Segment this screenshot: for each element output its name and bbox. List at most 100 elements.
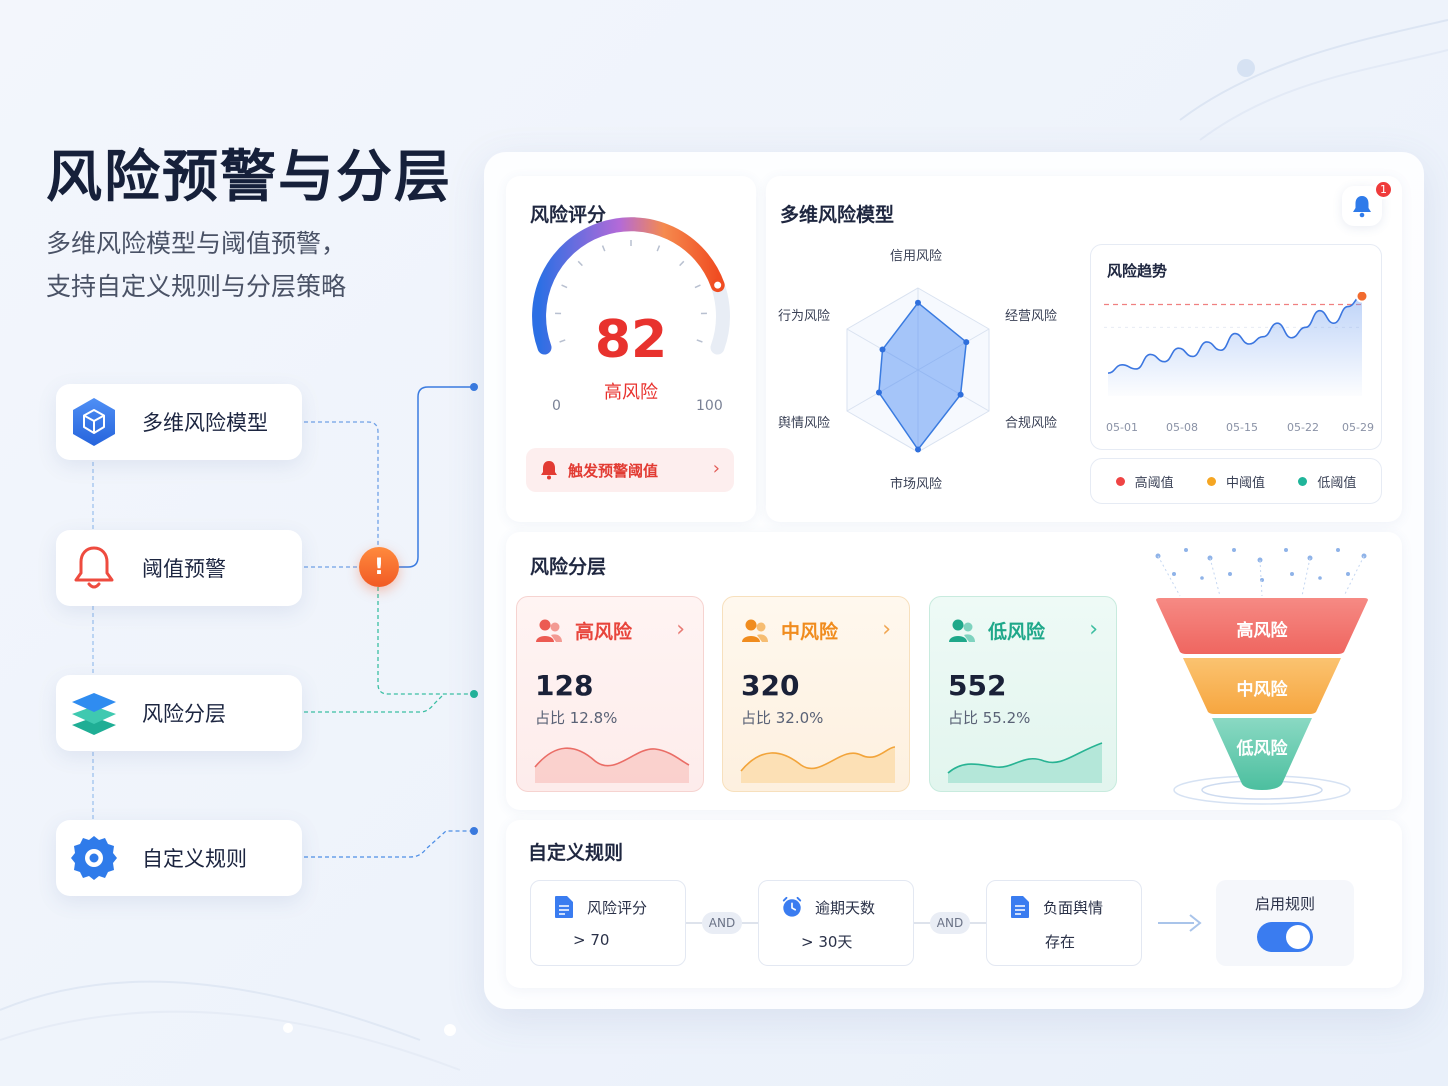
enable-rule-toggle[interactable] xyxy=(1257,922,1313,952)
risk-funnel xyxy=(1155,548,1368,805)
gauge-arc xyxy=(532,217,730,355)
rule-condition-name: 逾期天数 xyxy=(815,899,876,917)
tier-name: 高风险 xyxy=(575,621,633,643)
risk-trend-chart xyxy=(1104,292,1368,396)
risk-level-label: 高风险 xyxy=(604,382,658,403)
feature-card-custom-rules[interactable]: 自定义规则 xyxy=(56,820,302,896)
chevron-right-icon: › xyxy=(882,617,891,642)
gauge-tick xyxy=(656,245,661,252)
legend-item-mid: 中阈值 xyxy=(1206,472,1265,491)
threshold-legend: 高阈值 中阈值 低阈值 xyxy=(1090,458,1382,504)
document-icon xyxy=(1011,896,1029,918)
feature-card-multi-model[interactable]: 多维风险模型 xyxy=(56,384,302,460)
tier-percentage: 占比 32.0% xyxy=(741,709,824,727)
trend-x-label: 05-29 xyxy=(1342,421,1374,434)
subtitle-line-1: 多维风险模型与阈值预警， xyxy=(46,229,347,258)
tier-card-high[interactable]: 高风险 › 128 占比 12.8% xyxy=(516,596,704,792)
feature-label: 风险分层 xyxy=(142,702,226,726)
gauge-tick xyxy=(577,260,583,267)
toggle-knob xyxy=(1286,925,1310,949)
radar-data-point xyxy=(915,446,921,453)
enable-rule-box: 启用规则 xyxy=(1216,880,1354,966)
users-icon xyxy=(536,619,562,642)
risk-score-value: 82 xyxy=(594,310,668,370)
document-icon xyxy=(555,896,573,918)
custom-rules-title: 自定义规则 xyxy=(528,842,624,864)
gauge-tick xyxy=(559,339,566,343)
legend-item-high: 高阈值 xyxy=(1115,472,1174,491)
trend-x-label: 05-01 xyxy=(1106,421,1138,434)
rule-condition-value: > 70 xyxy=(573,931,610,949)
rule-condition-name: 风险评分 xyxy=(587,899,648,917)
gauge-tick xyxy=(601,245,606,252)
tier-sparkline xyxy=(947,742,1103,783)
radar-axis-label: 经营风险 xyxy=(1005,309,1058,324)
rule-condition-risk-score[interactable]: 风险评分 > 70 xyxy=(530,880,686,966)
rule-condition-negative-sentiment[interactable]: 负面舆情 存在 xyxy=(986,880,1142,966)
gauge-max-label: 100 xyxy=(696,398,723,414)
alert-node-icon: ! xyxy=(359,547,399,587)
funnel-label-low: 低风险 xyxy=(1236,739,1288,759)
risk-gauge: 82 高风险 0 100 xyxy=(506,176,756,522)
risk-tiering-title: 风险分层 xyxy=(530,556,607,578)
trend-latest-point xyxy=(1355,292,1368,303)
radar-chart xyxy=(846,287,990,453)
legend-dot xyxy=(1298,476,1308,486)
cube-icon xyxy=(68,396,120,448)
radar-grid xyxy=(846,287,990,453)
gauge-tick xyxy=(561,284,568,289)
radar-data-point xyxy=(915,299,921,306)
tier-sparkline xyxy=(740,746,896,783)
funnel-label-mid: 中风险 xyxy=(1236,680,1288,700)
chevron-right-icon: › xyxy=(1089,617,1098,642)
page-subtitle: 多维风险模型与阈值预警， 支持自定义规则与分层策略 xyxy=(46,222,346,308)
rule-condition-name: 负面舆情 xyxy=(1043,899,1104,917)
feature-label: 多维风险模型 xyxy=(142,411,268,435)
enable-rule-label: 启用规则 xyxy=(1254,895,1315,913)
rule-condition-overdue-days[interactable]: 逾期天数 > 30天 xyxy=(758,880,914,966)
trend-x-label: 05-15 xyxy=(1226,421,1258,434)
radar-axis-label: 舆情风险 xyxy=(778,416,831,431)
multi-model-title: 多维风险模型 xyxy=(780,204,895,226)
gauge-min-label: 0 xyxy=(552,398,561,414)
feature-label: 自定义规则 xyxy=(142,847,247,871)
tier-card-low[interactable]: 低风险 › 552 占比 55.2% xyxy=(929,596,1117,792)
radar-axis-label: 市场风险 xyxy=(890,477,943,492)
trend-line xyxy=(1107,295,1363,374)
tier-percentage: 占比 12.8% xyxy=(535,709,618,727)
legend-item-low: 低阈值 xyxy=(1298,472,1356,491)
tier-sparkline xyxy=(534,747,690,783)
legend-label: 高阈值 xyxy=(1134,475,1174,491)
users-icon xyxy=(742,619,768,642)
feature-label: 阈值预警 xyxy=(142,557,226,581)
feature-card-risk-tiering[interactable]: 风险分层 xyxy=(56,675,302,751)
tier-count: 552 xyxy=(948,669,1007,702)
tier-header: 中风险 xyxy=(741,617,838,644)
trend-x-label: 05-08 xyxy=(1166,421,1198,434)
trigger-alert-threshold-button[interactable]: 触发预警阈值 › xyxy=(526,448,734,492)
gauge-tick xyxy=(696,339,703,343)
tier-card-mid[interactable]: 中风险 › 320 占比 32.0% xyxy=(722,596,910,792)
radar-data-point xyxy=(963,339,970,346)
notification-badge: 1 xyxy=(1374,180,1393,199)
gear-icon xyxy=(68,832,120,884)
gauge-tick xyxy=(694,284,701,289)
tier-count: 320 xyxy=(741,669,800,702)
tier-percentage: 占比 55.2% xyxy=(948,709,1031,727)
rule-condition-value: 存在 xyxy=(1045,933,1076,951)
radar-data-point xyxy=(879,346,886,353)
radar-data-point xyxy=(957,391,964,398)
trend-x-label: 05-22 xyxy=(1287,421,1319,434)
users-icon xyxy=(949,619,975,642)
feature-card-threshold-alert[interactable]: 阈值预警 xyxy=(56,530,302,606)
layers-icon xyxy=(68,687,120,739)
risk-score-title: 风险评分 xyxy=(530,204,607,226)
clock-icon xyxy=(782,896,802,917)
radar-data-point xyxy=(875,389,882,396)
legend-dot xyxy=(1115,476,1125,486)
radar-axis-label: 合规风险 xyxy=(1005,416,1058,431)
chevron-right-icon: › xyxy=(712,458,720,479)
tier-count: 128 xyxy=(535,669,594,702)
trigger-alert-label: 触发预警阈值 xyxy=(568,461,659,480)
bell-icon xyxy=(541,461,557,480)
